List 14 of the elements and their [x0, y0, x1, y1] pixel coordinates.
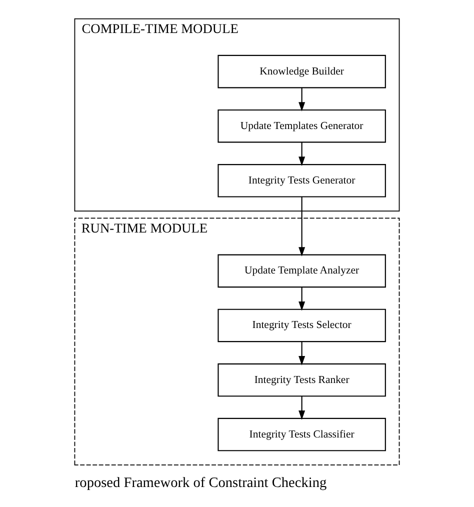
caption: roposed Framework of Constraint Checking	[74, 475, 327, 492]
node-box: Knowledge Builder	[218, 54, 386, 88]
node-box: Integrity Tests Selector	[218, 308, 386, 342]
arrow	[298, 396, 306, 420]
arrow	[298, 287, 306, 311]
arrow	[298, 342, 306, 366]
arrow	[298, 142, 306, 166]
node-box: Update Template Analyzer	[218, 254, 386, 288]
arrow	[298, 196, 306, 256]
node-box: Update Templates Generator	[218, 109, 386, 143]
node-box: Integrity Tests Classifier	[218, 418, 386, 452]
arrow	[298, 88, 306, 112]
node-box: Integrity Tests Ranker	[218, 363, 386, 397]
node-box: Integrity Tests Generator	[218, 164, 386, 198]
